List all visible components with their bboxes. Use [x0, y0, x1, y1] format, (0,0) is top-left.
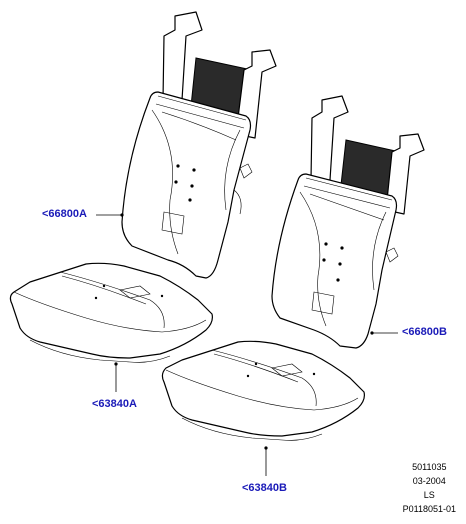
seat-back-right	[271, 95, 425, 349]
drawing-model: LS	[423, 490, 435, 500]
callout-66800b[interactable]: <66800B	[402, 326, 447, 338]
seat-cushion-right	[161, 340, 365, 441]
drawing-metadata: 5011035 03-2004 LS P0118051-01	[403, 460, 456, 516]
seat-back-left	[121, 11, 277, 279]
seat-cushion-left	[9, 262, 213, 363]
callout-63840b[interactable]: <63840B	[242, 482, 287, 494]
drawing-date: 03-2004	[412, 476, 446, 486]
drawing-number: 5011035	[412, 462, 447, 472]
callout-66800a[interactable]: <66800A	[42, 208, 87, 220]
drawing-reference: P0118051-01	[402, 504, 456, 514]
callout-63840a[interactable]: <63840A	[92, 398, 137, 410]
